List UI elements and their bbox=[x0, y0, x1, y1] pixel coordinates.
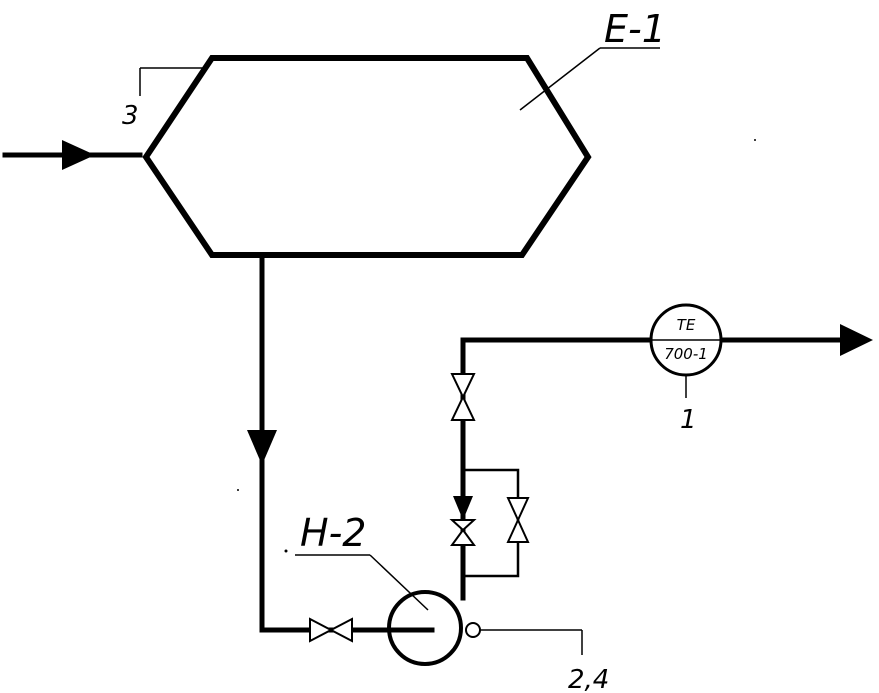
discharge-flow-arrow bbox=[453, 496, 473, 520]
pump-h2 bbox=[382, 590, 481, 666]
pump-callout-number: 2,4 bbox=[568, 665, 609, 693]
bypass-valve-bottom-triangle bbox=[506, 517, 530, 543]
pump-drive-marker bbox=[465, 622, 481, 638]
instrument-type-label: TE bbox=[677, 316, 696, 334]
suction-line bbox=[247, 252, 435, 633]
control-valve-bottom-triangle bbox=[450, 528, 476, 546]
vessel-callout-leader bbox=[139, 67, 205, 96]
inlet-flow-arrow bbox=[62, 140, 95, 170]
isolation-valve-bottom-triangle bbox=[450, 394, 476, 421]
temperature-instrument: TE 700-1 bbox=[649, 303, 723, 398]
instrument-callout-number: 1 bbox=[680, 405, 697, 435]
vessel-tag-label: E-1 bbox=[604, 7, 666, 51]
scan-speck bbox=[237, 489, 239, 491]
suction-valve-left-triangle bbox=[309, 617, 334, 643]
control-valve bbox=[449, 519, 477, 546]
suction-valve bbox=[309, 617, 353, 643]
bypass-valve-top-triangle bbox=[506, 497, 530, 523]
pump-tag-dot bbox=[284, 549, 288, 553]
suction-valve-right-triangle bbox=[328, 617, 353, 643]
pump-tag-leader bbox=[295, 554, 429, 611]
pump-callout-leader bbox=[480, 629, 583, 655]
pump-tag-label: H-2 bbox=[300, 511, 366, 555]
instrument-tag-label: 700-1 bbox=[664, 345, 708, 363]
discharge-isolation-valve bbox=[450, 373, 476, 421]
control-valve-top-triangle bbox=[449, 519, 477, 532]
isolation-valve-top-triangle bbox=[450, 373, 476, 400]
suction-flow-arrow bbox=[247, 430, 277, 465]
bypass-loop bbox=[463, 468, 530, 578]
inlet-stream bbox=[2, 140, 143, 170]
outlet-flow-arrow bbox=[840, 324, 873, 356]
suction-pipe bbox=[259, 252, 435, 633]
vessel-callout-number: 3 bbox=[122, 101, 139, 131]
discharge-pipe bbox=[460, 337, 846, 601]
scan-speck bbox=[754, 139, 756, 141]
vessel-tag-leader bbox=[519, 47, 660, 111]
vessel-e1 bbox=[142, 55, 592, 258]
